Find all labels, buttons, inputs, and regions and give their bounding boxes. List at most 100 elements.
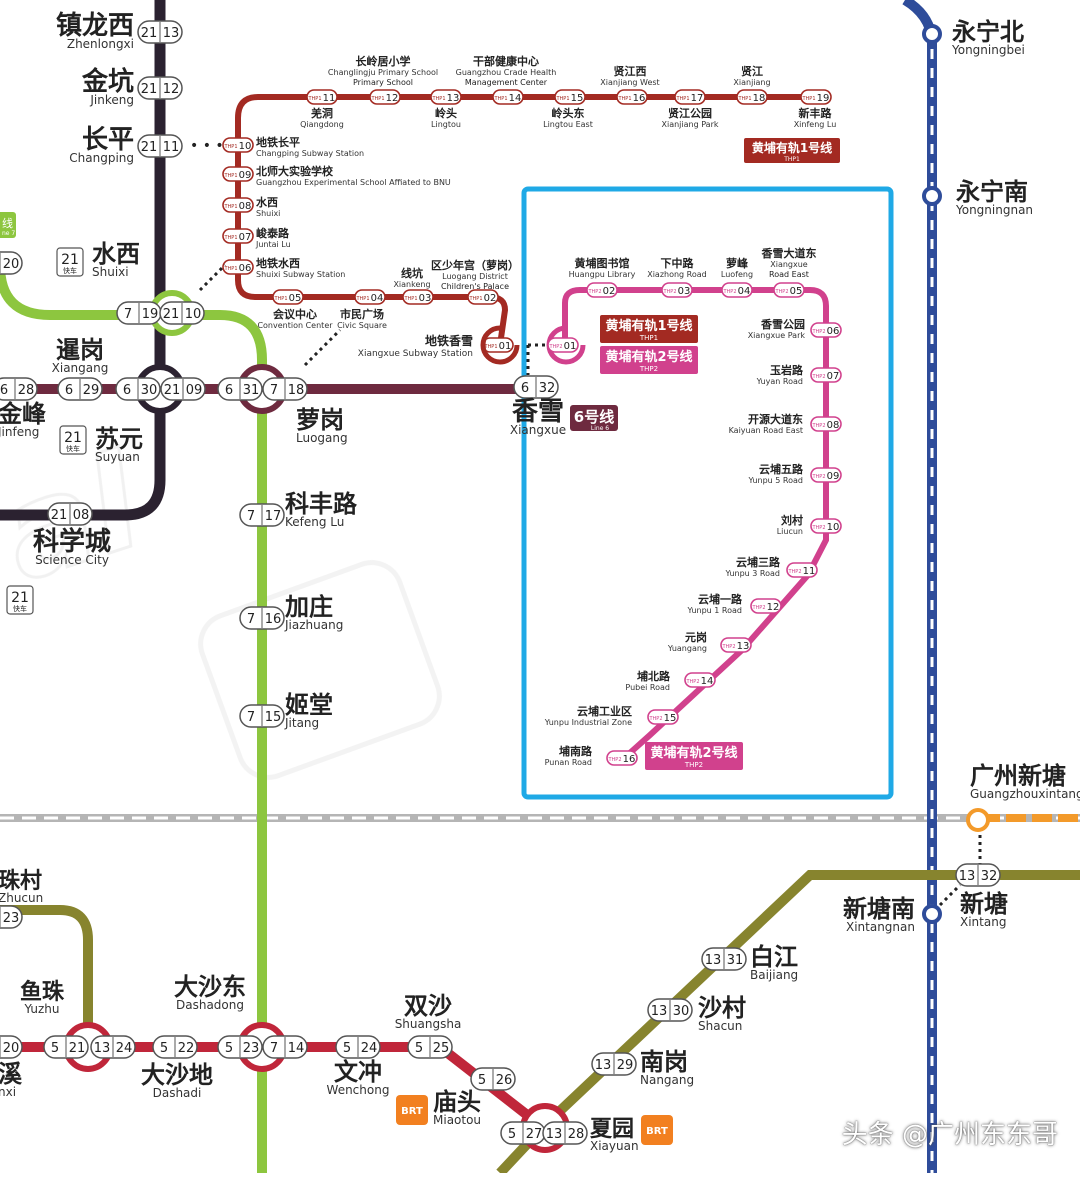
- station-guangzhouxintang-en: Guangzhouxintang: [970, 787, 1080, 801]
- tram-code-prefix: THP2: [811, 474, 825, 480]
- thp2-stop-11: [786, 562, 818, 578]
- station-code-part: 7: [247, 612, 255, 627]
- station-code-part: 23: [243, 1041, 260, 1056]
- thp2-station-16-cn: 埔南路: [559, 744, 593, 758]
- station-code-part: 20: [3, 257, 20, 272]
- thp2-station-14-en: Pubei Road: [625, 683, 670, 692]
- thp2-stop-13: [720, 637, 752, 653]
- station-code-part: 5: [478, 1073, 486, 1088]
- station-yongningbei-marker: [922, 24, 942, 44]
- station-yuzhu-cn: 鱼珠: [20, 979, 65, 1005]
- thp1-station-16-en: Xianjiang West: [600, 78, 659, 87]
- tram-code-prefix: THP1: [483, 344, 497, 350]
- thp1-station-9-en: Guangzhou Experimental School Affiated t…: [256, 178, 451, 187]
- thp1-tag-en: THP1: [783, 156, 800, 163]
- station-code-part: 13: [595, 1058, 612, 1073]
- thp2-station-7-cn: 玉岩路: [770, 363, 804, 377]
- tram-code-num: 18: [753, 93, 766, 104]
- station-yongningbei-cn: 永宁北: [952, 18, 1024, 46]
- station-dashadi-cn: 大沙地: [141, 1061, 213, 1089]
- station-code-part: 21: [141, 140, 158, 155]
- station-zhenlongxi-cn: 镇龙西: [56, 11, 134, 41]
- thp1-station-2-en2: Children's Palace: [441, 282, 509, 291]
- station-code-part: 7: [247, 710, 255, 725]
- station-code-part: 5: [343, 1041, 351, 1056]
- station-jinfeng-cn: 金峰: [0, 400, 46, 428]
- station-shacun-en: Shacun: [698, 1019, 742, 1033]
- station-jinfeng-en: Jinfeng: [0, 425, 39, 439]
- thp2-stop-4: [721, 282, 753, 298]
- loop-arrow-icon: [480, 325, 520, 365]
- thp1-stop-8: [222, 197, 254, 213]
- thp2-station-12-cn: 云埔一路: [698, 592, 743, 606]
- station-code-part: 7: [270, 1041, 278, 1056]
- thp2-station-9-en: Yunpu 5 Road: [747, 476, 803, 485]
- tram-code-prefix: THP1: [223, 235, 237, 241]
- station-shuixi-en: Shuixi: [92, 265, 129, 279]
- tram-code-prefix: THP2: [607, 757, 621, 763]
- station-code-zhucun: [0, 905, 23, 929]
- station-code-part: 21: [141, 82, 158, 97]
- tram-code-num: 14: [509, 93, 522, 104]
- thp1-stop-19: [800, 89, 832, 105]
- station-code-part: 10: [185, 307, 202, 322]
- tram-code-num: 03: [678, 286, 691, 297]
- station-wenchong-cn: 文冲: [334, 1058, 382, 1086]
- station-code-part: 13: [94, 1041, 111, 1056]
- station-jitang-cn: 姬堂: [285, 691, 333, 719]
- thp1-stop-15: [554, 89, 586, 105]
- station-code-part: 28: [568, 1127, 585, 1142]
- tram-code-num: 09: [827, 471, 840, 482]
- station-code-part: 15: [265, 710, 282, 725]
- tram-code-prefix: THP1: [370, 96, 384, 102]
- thp2-stop-1: [547, 337, 579, 353]
- thp2-station-14-cn: 埔北路: [637, 669, 671, 683]
- thp2-tag-cn: 黄埔有轨2号线: [650, 745, 737, 761]
- express-bus-icon: [56, 247, 84, 277]
- thp1-stop-7: [222, 228, 254, 244]
- tram-code-prefix: THP2: [774, 289, 788, 295]
- thp2-station-11-en: Yunpu 3 Road: [724, 569, 780, 578]
- thp1-station-1-cn: 地铁香雪: [425, 333, 473, 348]
- tram-code-num: 02: [603, 286, 616, 297]
- tram-code-num: 10: [239, 141, 252, 152]
- thp2-station-7-en: Yuyan Road: [756, 377, 803, 386]
- station-code-part: 25: [433, 1041, 450, 1056]
- station-code-part: 5: [225, 1041, 233, 1056]
- station-code-part: 21: [69, 1041, 86, 1056]
- tram-code-num: 02: [484, 293, 497, 304]
- station-code-part: 32: [539, 381, 556, 396]
- tram-code-num: 13: [447, 93, 460, 104]
- station-zhucun-cn: 珠村: [0, 869, 42, 894]
- station-shuixi-cn: 水西: [92, 240, 140, 268]
- station-nangang-en: Nangang: [640, 1073, 694, 1087]
- thp2-stop-14: [684, 672, 716, 688]
- tram-code-prefix: THP2: [587, 289, 601, 295]
- thp2-station-3-en: Xiazhong Road: [647, 270, 707, 279]
- thp2-station-16-en: Punan Road: [545, 758, 592, 767]
- thp2-tag-en: THP2: [684, 761, 703, 769]
- station-code-jinfeng: [0, 377, 38, 401]
- station-code-part: 30: [673, 1004, 690, 1019]
- tram-code-num: 05: [289, 293, 302, 304]
- station-code-xi: [0, 1035, 23, 1059]
- tram-code-prefix: THP2: [662, 289, 676, 295]
- thp2-stop-15: [647, 709, 679, 725]
- walk-connector: [303, 328, 342, 367]
- tram-code-num: 08: [827, 420, 840, 431]
- station-xi-en: nxi: [0, 1085, 16, 1099]
- tram-code-prefix: THP2: [722, 289, 736, 295]
- station-yongningbei-en: Yongningbei: [951, 43, 1025, 57]
- thp1-station-5-en: Convention Center: [257, 321, 333, 330]
- walk-connector: [938, 883, 962, 907]
- station-kexuecheng-en: Science City: [35, 553, 109, 567]
- line6-tag-cn: 6号线: [574, 408, 614, 426]
- station-guangzhouxintang-marker: [966, 808, 990, 832]
- tram-code-prefix: THP1: [617, 96, 631, 102]
- station-baijiang-cn: 白江: [750, 943, 798, 971]
- thp1-station-5-cn: 会议中心: [273, 307, 317, 321]
- station-code-part: 5: [160, 1041, 168, 1056]
- tram-code-prefix: THP2: [811, 374, 825, 380]
- thp1-stop-5: [272, 289, 304, 305]
